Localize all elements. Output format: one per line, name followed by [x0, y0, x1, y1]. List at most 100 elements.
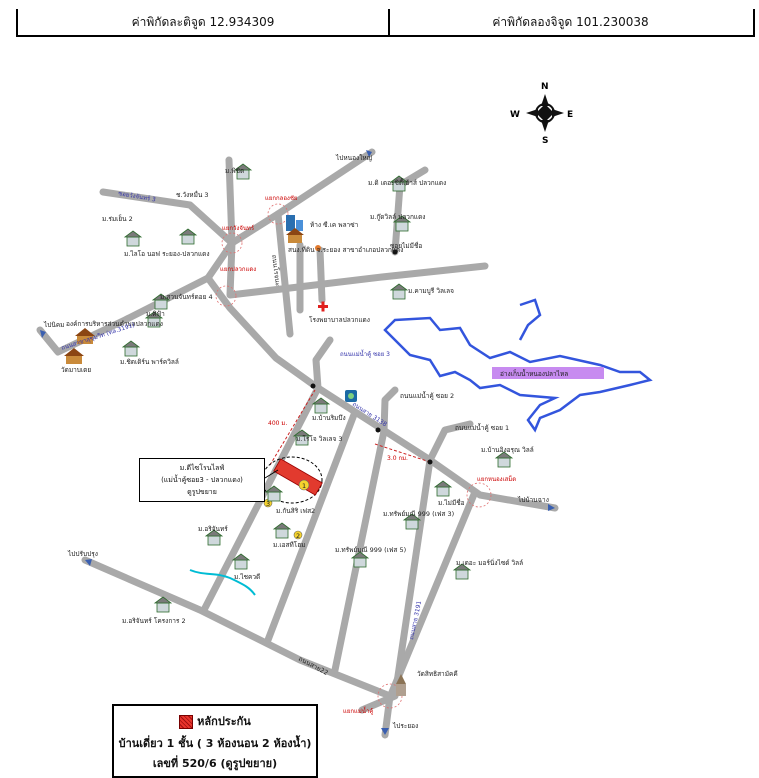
label-ban-rim-bueng: ม.บ้านริมบึง — [312, 414, 346, 422]
legend-title-row: หลักประกัน — [114, 712, 316, 730]
label-ratchawadee: ม.ร่มเย็น 2 — [102, 214, 133, 223]
house-icon — [178, 228, 198, 245]
label-pichit: ม.พิชิต — [225, 167, 244, 175]
latitude-label: ค่าพิกัดละติจูด 12.934309 — [16, 9, 390, 35]
marker-1 — [298, 479, 310, 491]
house-icon — [231, 553, 251, 570]
label-junction-right: แยกหนองเสม็ด — [477, 474, 516, 483]
house-icon — [204, 529, 224, 546]
label-market: ห้าง ซี.เค พลาซ่า — [310, 221, 359, 229]
house-icon — [389, 283, 409, 300]
label-dist-400: 400 ม. — [268, 420, 287, 427]
stream — [189, 569, 256, 596]
marker-1-label: 1 — [302, 482, 306, 490]
distance-line-400 — [269, 389, 316, 466]
temple-icon — [64, 348, 84, 364]
label-to-ban-chang: ไปบ้านฉาง — [517, 496, 549, 504]
callout-line3: ดูรูปขยาย — [187, 488, 217, 496]
label-wat-sitthi: วัดสิทธิสามัคคี — [417, 670, 458, 678]
label-tripmanee3: ม.ทรัพย์มณี 999 (เฟส 3) — [383, 510, 454, 518]
label-mai-mi-chue: ม.ไม่มีชื่อ — [438, 498, 465, 507]
compass-icon: N S W E — [510, 82, 573, 146]
compass-e: E — [567, 110, 573, 120]
label-soi-chan3: ซอยวังจันทร์ 3 — [118, 189, 157, 204]
house-icon — [392, 215, 412, 232]
label-ban-ing-arun: ม.บ้านอิงอรุณ วิลล์ — [481, 446, 534, 454]
label-kanchiri: ม.กันสิริ เฟส2 — [276, 507, 315, 515]
label-chaiwadee: ม.ไชควดี — [234, 573, 260, 581]
road-ride-c — [331, 427, 388, 674]
house-icon — [292, 429, 312, 446]
property-callout-box[interactable]: ม.ดีไซโรนไลฟ์ (แม่น้ำคู้ซอย3 - ปลวกแดง) … — [139, 458, 265, 502]
house-icon — [272, 522, 292, 539]
temple-icon — [396, 674, 406, 696]
compass-s: S — [542, 136, 548, 146]
label-junction-mae-nam: แยกแม่น้ำคู้ — [343, 705, 373, 715]
label-chanhoy: ม.สวนจันทร์ดอย 4 — [160, 293, 213, 301]
longitude-label: ค่าพิกัดลองจิจูด 101.230038 — [388, 9, 755, 35]
label-the-city: ม.ดิ เดอะซิตี้เฮ้าส์ ปลวกแดง — [368, 178, 446, 187]
direction-arrows — [40, 150, 555, 735]
label-ssaihome: ม.เอสทีโฮม — [273, 541, 305, 549]
label-wangmum3: ช.วังหมื่น 3 — [176, 190, 209, 199]
label-sipa: ม.ศิฟ้า — [146, 310, 165, 318]
marker-2-label: 2 — [296, 532, 300, 540]
label-rojana: ถนนโรจนะ — [270, 254, 282, 286]
label-dekhar: ม.เดอะ มอร์นิ่งไซด์ วิลล์ — [456, 558, 523, 567]
callout-pointer — [264, 469, 279, 479]
label-soi-mai-chue: ซอยไม่มีชื่อ — [390, 241, 422, 250]
label-soi-mae-nam2: ถนนแม่น้ำคู้ ซอย 2 — [400, 391, 454, 400]
label-junction-top: แยกกลองชัย — [265, 195, 297, 202]
road-soi1 — [426, 420, 474, 464]
legend-line3: เลขที่ 520/6 (ดูรูปขยาย) — [152, 757, 278, 770]
temple-icon — [75, 328, 95, 344]
road-north-east — [204, 148, 376, 282]
collateral-marker[interactable] — [273, 458, 323, 496]
reservoir — [383, 298, 653, 433]
house-icon — [151, 293, 171, 310]
building-icon — [286, 215, 303, 231]
label-orichan-project2: ม.อริจันทร์ โครงการ 2 — [122, 617, 186, 625]
house-icon — [123, 230, 143, 247]
marker-3-label: 3 — [266, 500, 270, 508]
label-wat: วัดมาบเตย — [61, 366, 91, 374]
legend-box: หลักประกัน บ้านเดี่ยว 1 ชั้น ( 3 ห้องนอน… — [112, 704, 318, 778]
label-tripmanee5: ม.ทรัพย์มณี 999 (เฟส 5) — [335, 546, 406, 554]
road-north-west — [99, 188, 236, 247]
callout-line1: ม.ดีไซโรนไลฟ์ — [179, 464, 225, 472]
road-ride-b — [264, 408, 359, 644]
police-icon — [315, 245, 321, 251]
house-icon — [144, 311, 164, 328]
house-icon — [264, 485, 284, 502]
label-lailo: ม.ไลโอ นอฟ ระยอง-ปลวกแดง — [124, 250, 210, 258]
road-south-west — [81, 556, 394, 739]
house-icon — [433, 480, 453, 497]
house-icon — [311, 397, 331, 414]
road-mid-east — [226, 239, 489, 299]
road-pichit — [225, 156, 236, 247]
legend-line2: บ้านเดี่ยว 1 ชั้น ( 3 ห้องนอน 2 ห้องน้ำ) — [118, 737, 312, 750]
intersection-dots — [310, 249, 433, 465]
house-icon — [233, 163, 253, 180]
reservoir-label-bg — [492, 367, 604, 379]
house-icon — [402, 513, 422, 530]
property-highlight-circle[interactable] — [261, 456, 323, 504]
coordinate-bar: ค่าพิกัดละติจูด 12.934309 ค่าพิกัดลองจิจ… — [16, 9, 755, 37]
label-tokyo: ม.ชิดเดิร์น พาร์ควิลล์ — [120, 358, 179, 366]
house-icon — [389, 175, 409, 192]
house-icon — [494, 451, 514, 468]
label-orichan: ม.อริจันทร์ — [198, 525, 228, 533]
compass-n: N — [541, 82, 549, 92]
label-hospital: โรงพยาบาลปลวกแดง — [309, 316, 370, 324]
road-grid2 — [316, 246, 326, 304]
label-to-nikhom: ไปนิคม — [43, 321, 64, 329]
label-kamboree: ม.คามบูรี วิลเลจ — [408, 287, 454, 295]
label-to-pluak: ไปปรับปรุง — [67, 550, 98, 558]
road-west-nikhom — [36, 274, 212, 356]
label-rojo-village3: ม.โรโจ วิลเลจ 3 — [296, 435, 343, 443]
callout-line2: (แม่น้ำคู้ซอย3 - ปลวกแดง) — [161, 476, 243, 484]
compass-w: W — [510, 110, 520, 120]
road-soi2 — [380, 386, 399, 435]
label-soi-mae-nam3: ถนนแม่น้ำคู้ ซอย 3 — [340, 348, 390, 358]
